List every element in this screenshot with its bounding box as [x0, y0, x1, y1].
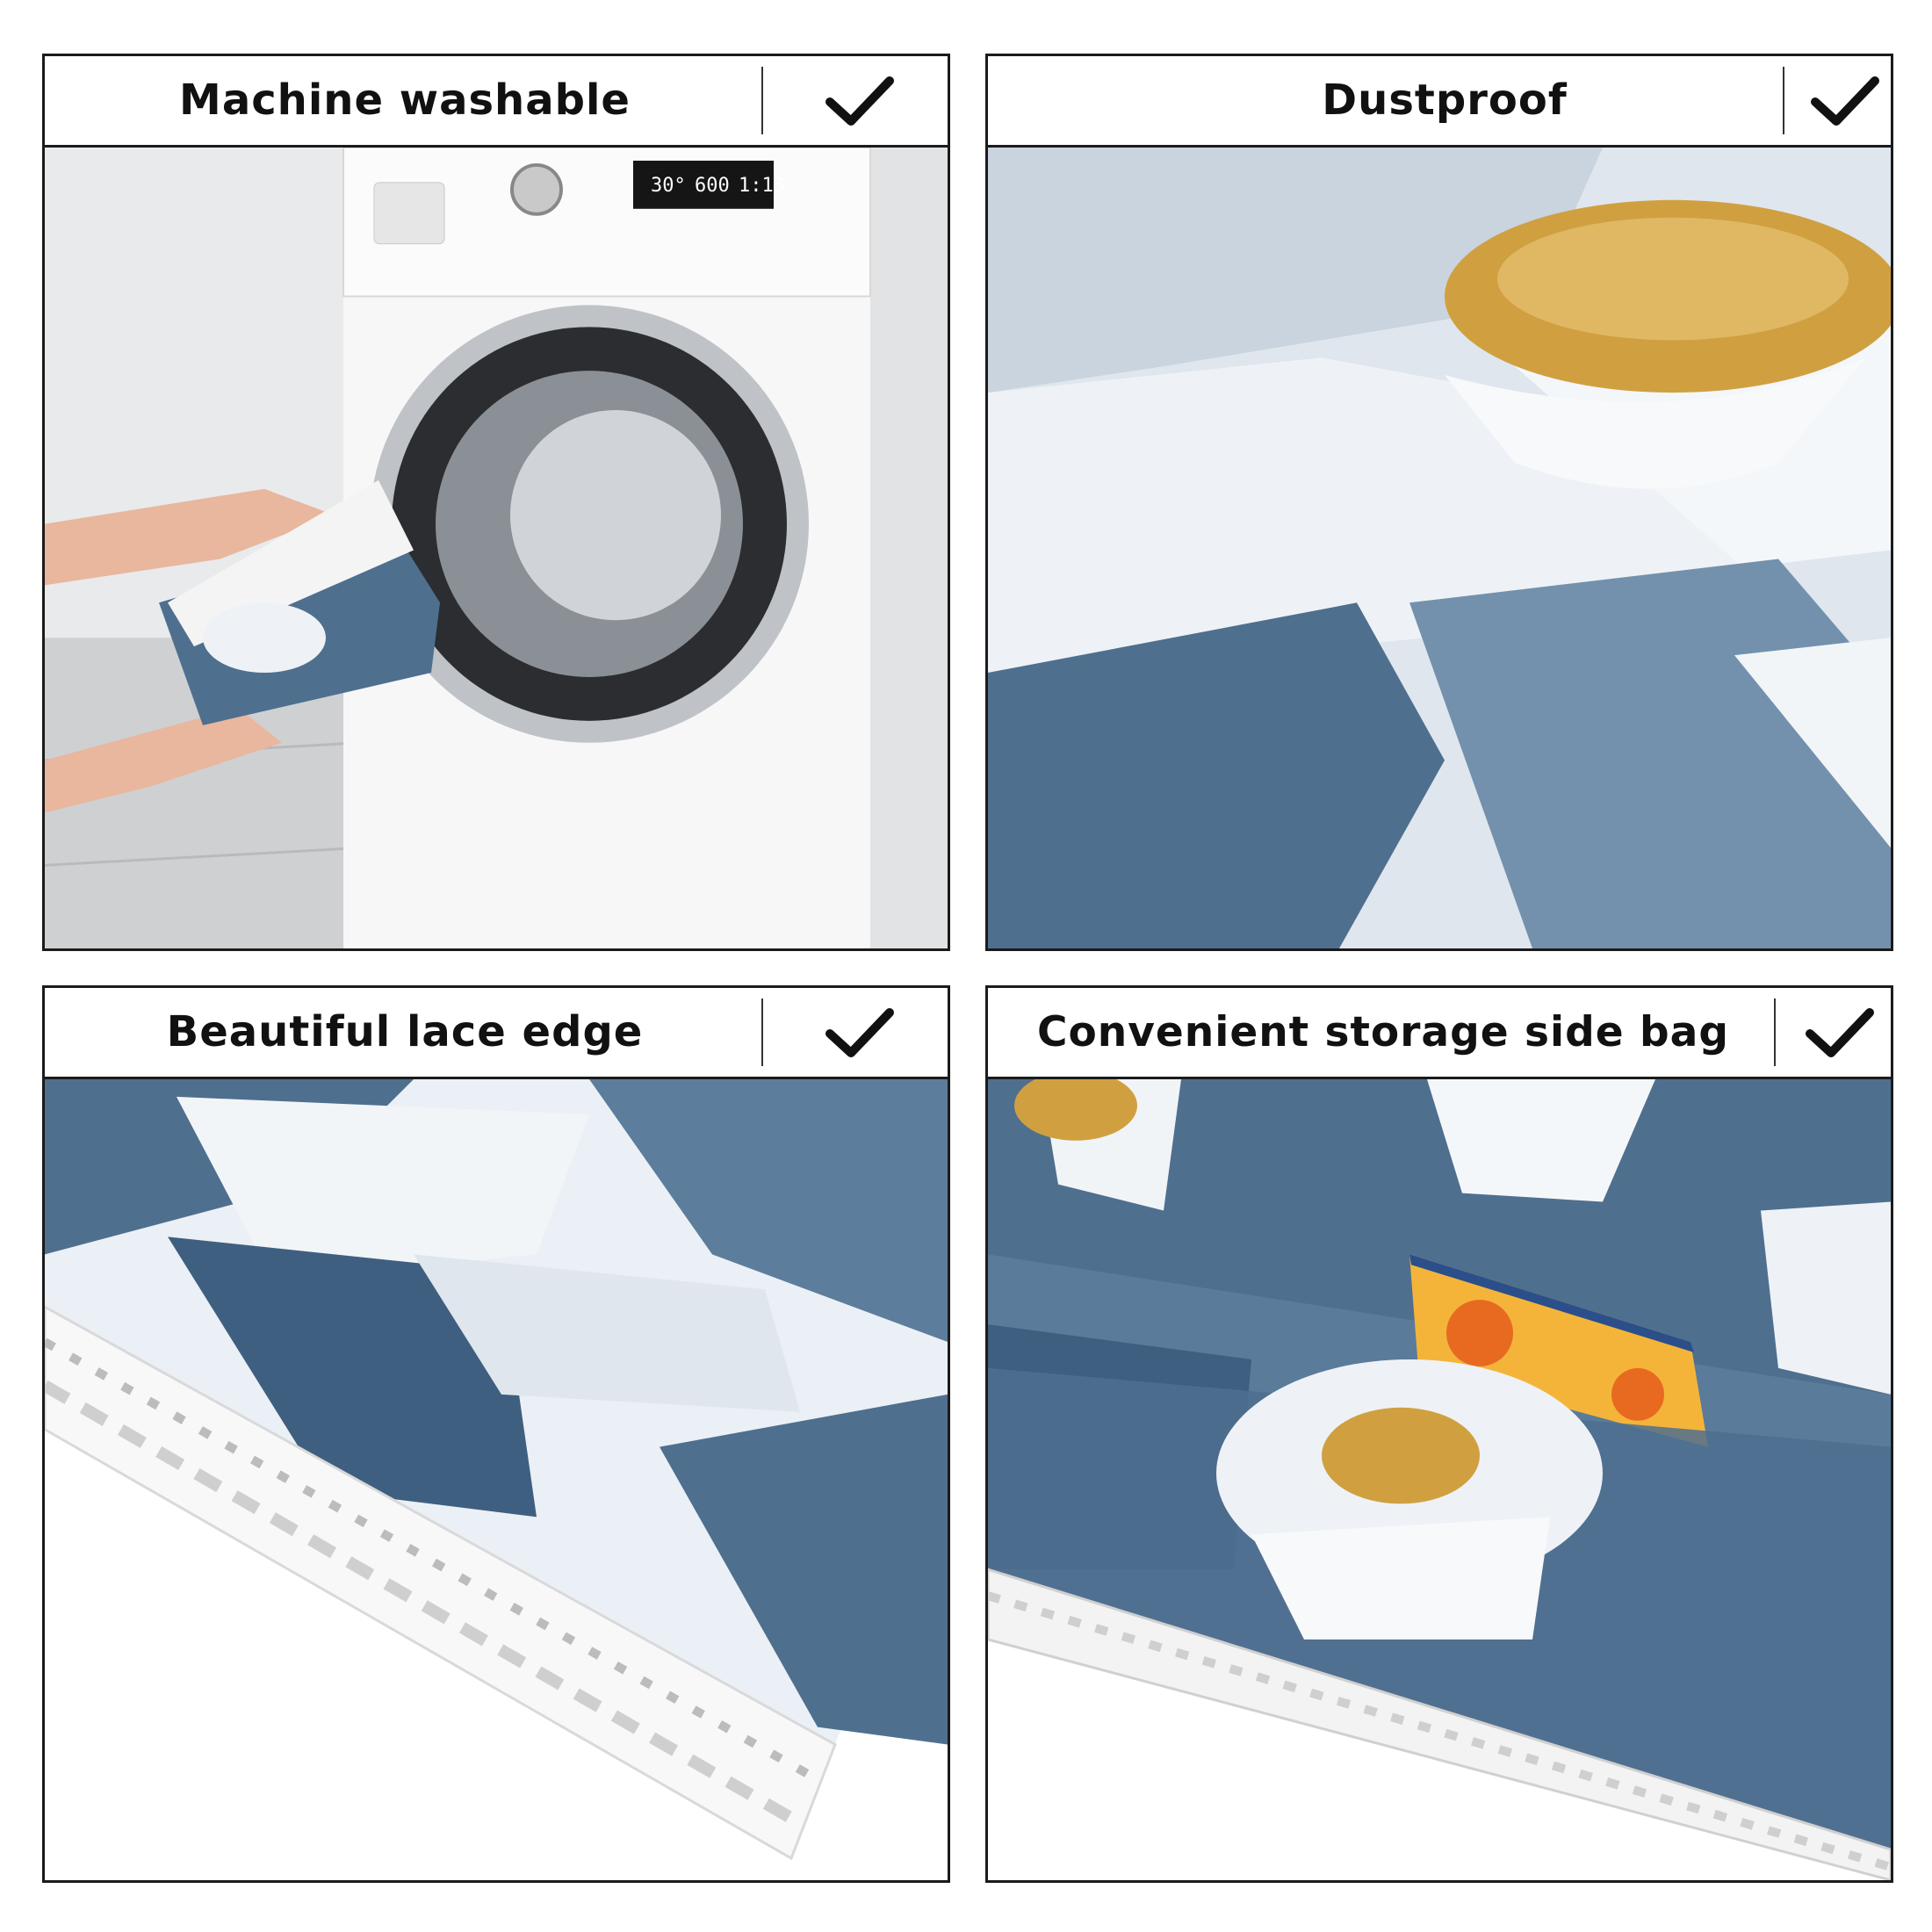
panel-dustproof: Dustproof [985, 54, 1893, 951]
checkmark-icon [825, 1008, 894, 1057]
checkmark-icon [1811, 76, 1879, 126]
lace-edge-photo [45, 1079, 948, 1880]
checkmark-icon [825, 76, 894, 126]
washing-machine-photo: 30° 600 1:13 [45, 148, 948, 948]
display-temp: 30° [651, 175, 686, 197]
panel-header: Beautiful lace edge [45, 988, 948, 1079]
header-divider [1783, 67, 1784, 134]
panel-lace-edge: Beautiful lace edge [42, 985, 950, 1883]
display-time: 1:13 [739, 175, 785, 197]
floral-closeup-photo [988, 148, 1891, 948]
panel-storage-side-bag: Convenient storage side bag [985, 985, 1893, 1883]
panel-header: Dustproof [988, 56, 1891, 148]
header-divider [761, 998, 763, 1066]
panel-title: Beautiful lace edge [166, 1007, 644, 1056]
panel-title: Convenient storage side bag [1037, 1008, 1729, 1056]
header-divider [761, 67, 763, 134]
panel-header: Convenient storage side bag [988, 988, 1891, 1079]
panel-title: Machine washable [179, 76, 631, 125]
panel-header: Machine washable [45, 56, 948, 148]
side-pocket-photo [988, 1079, 1891, 1880]
panel-machine-washable: Machine washable 30° 600 1:13 [42, 54, 950, 951]
display-spin: 600 [695, 175, 730, 197]
checkmark-icon [1806, 1008, 1874, 1057]
header-divider [1774, 998, 1776, 1066]
panel-title: Dustproof [1322, 76, 1568, 125]
